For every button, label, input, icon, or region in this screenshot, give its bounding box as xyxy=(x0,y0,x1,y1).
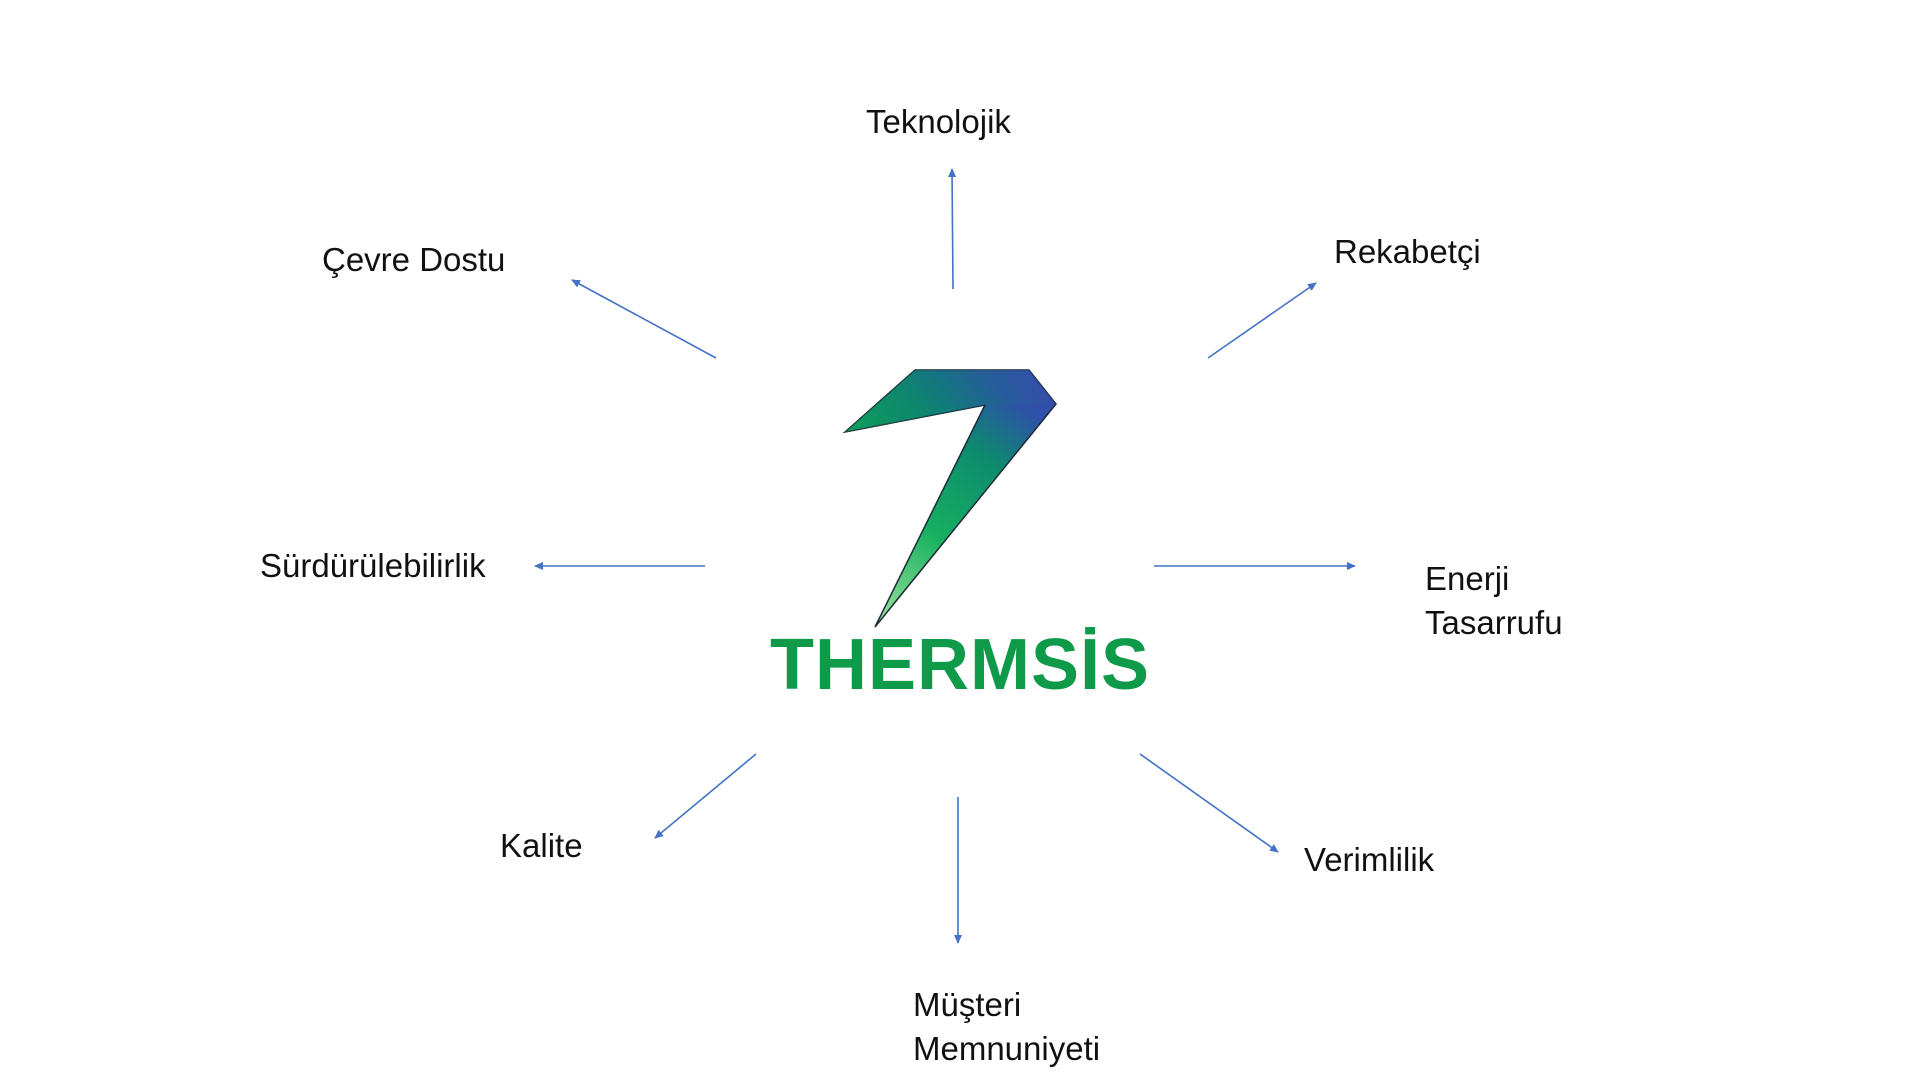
arrow-group xyxy=(534,168,1356,944)
node-line: Rekabetçi xyxy=(1334,233,1481,270)
node-line: Teknolojik xyxy=(866,103,1011,140)
node-line: Enerji xyxy=(1425,560,1510,597)
node-line: Memnuniyeti xyxy=(913,1030,1101,1067)
node-label-bottom-left: Kalite xyxy=(500,824,583,868)
node-line: Sürdürülebilirlik xyxy=(260,547,486,584)
node-label-left: Sürdürülebilirlik xyxy=(260,544,486,588)
node-line: Çevre Dostu xyxy=(322,241,506,278)
brand-name: THERMSİS xyxy=(769,625,1151,705)
node-label-bottom-right: Verimlilik xyxy=(1304,838,1434,882)
arrow-to-top-left xyxy=(571,279,717,359)
node-label-bottom: Müşteri Memnuniyeti xyxy=(913,983,1100,1071)
node-line: Müşteri xyxy=(913,986,1022,1023)
arrow-to-top xyxy=(948,168,957,290)
logo-seven-icon xyxy=(842,369,1057,628)
node-line: Tasarrufu xyxy=(1425,604,1563,641)
node-label-top-right: Rekabetçi xyxy=(1334,230,1481,274)
arrow-to-bottom-left xyxy=(654,753,757,839)
node-label-right: Enerji Tasarrufu xyxy=(1425,557,1563,645)
node-line: Verimlilik xyxy=(1304,841,1435,878)
node-label-top-left: Çevre Dostu xyxy=(322,238,505,282)
node-line: Kalite xyxy=(500,827,583,864)
node-label-top: Teknolojik xyxy=(866,100,1011,144)
arrow-to-bottom-right xyxy=(1139,753,1279,853)
arrow-to-top-right xyxy=(1207,282,1317,359)
